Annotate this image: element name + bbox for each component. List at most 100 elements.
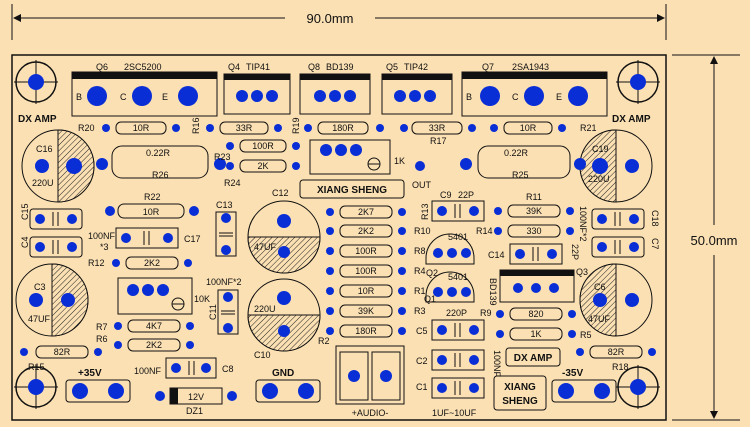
svg-text:R17: R17 [430,136,447,146]
svg-text:-35V: -35V [562,368,583,379]
svg-text:10R: 10R [143,207,160,217]
svg-text:82R: 82R [54,347,71,357]
svg-text:33R: 33R [429,123,446,133]
resistor-r21: 10R R21 [490,121,597,135]
svg-text:C14: C14 [488,250,505,260]
svg-text:1K: 1K [394,156,405,166]
svg-text:2K: 2K [257,161,268,171]
resistor-r3: 39K R3 [326,304,426,318]
svg-text:C2: C2 [416,356,428,366]
svg-text:R8: R8 [414,246,426,256]
capacitor-c15: C15 [20,203,83,230]
svg-text:B: B [76,92,82,102]
svg-text:1UF~10UF: 1UF~10UF [432,408,477,418]
svg-text:2K2: 2K2 [144,258,160,268]
svg-text:R12: R12 [88,258,105,268]
height-dimension: 50.0mm [672,54,740,421]
transistor-q6: Q6 2SC5200 B C E [71,62,218,117]
pot-10k: 10K [117,277,210,315]
mounting-hole-tr [616,60,660,104]
svg-text:39K: 39K [358,306,374,316]
capacitor-c7: C7 [591,236,660,258]
svg-text:C7: C7 [650,238,660,250]
transistor-q5: Q5 TIP42 [381,62,453,115]
brand-left: DX AMP [18,114,57,125]
svg-text:R24: R24 [224,178,241,188]
svg-text:12V: 12V [188,392,204,402]
svg-text:220P: 220P [446,308,467,318]
svg-text:10R: 10R [520,123,537,133]
svg-text:R6: R6 [96,334,108,344]
capacitor-c13: C13 [215,200,237,257]
svg-text:Q8: Q8 [308,62,320,72]
svg-text:100NF*2: 100NF*2 [206,277,242,287]
svg-text:*3: *3 [100,242,109,252]
svg-text:R11: R11 [526,192,542,202]
svg-text:R3: R3 [414,306,426,316]
svg-text:BD139: BD139 [488,278,498,306]
svg-text:100R: 100R [355,246,377,256]
svg-text:C12: C12 [272,188,289,198]
svg-text:47UF: 47UF [28,314,51,324]
svg-text:+AUDIO-: +AUDIO- [352,408,389,418]
svg-text:47UF: 47UF [588,314,611,324]
capacitor-c4: C4 [20,236,83,258]
out-pad: OUT [412,161,432,190]
svg-text:5401: 5401 [448,232,468,242]
svg-text:C3: C3 [34,282,46,292]
svg-text:22P: 22P [570,244,580,260]
svg-text:R9: R9 [480,308,492,318]
svg-text:C10: C10 [254,350,271,360]
maker-label-top: XIANG SHENG [299,179,405,199]
svg-text:B: B [466,92,472,102]
svg-text:R7: R7 [96,322,108,332]
svg-text:C4: C4 [20,236,30,248]
mounting-hole-bl [14,365,58,409]
svg-text:OUT: OUT [412,180,432,190]
capacitor-c14: C14 22P [488,243,580,265]
svg-text:C8: C8 [222,364,234,374]
height-label: 50.0mm [691,233,738,248]
svg-text:Q1: Q1 [424,294,436,304]
svg-text:R21: R21 [580,123,597,133]
svg-text:0.22R: 0.22R [504,148,529,158]
svg-text:C5: C5 [416,326,428,336]
svg-text:2K7: 2K7 [358,207,374,217]
resistor-r8: 100R R8 [326,244,426,258]
svg-text:39K: 39K [526,206,542,216]
svg-text:820: 820 [528,309,543,319]
svg-text:220U: 220U [254,304,276,314]
transistor-q4: Q4 TIP41 [223,62,291,115]
svg-text:180R: 180R [355,326,377,336]
svg-text:R20: R20 [78,123,95,133]
nf-mid: 100NF*2 [206,277,242,287]
svg-text:Q7: Q7 [482,62,494,72]
svg-text:GND: GND [272,368,294,379]
svg-text:330: 330 [526,226,541,236]
svg-text:R10: R10 [414,226,431,236]
capacitor-c10: 220U C10 [247,278,321,360]
svg-text:R23: R23 [214,152,231,162]
svg-text:C16: C16 [36,144,53,154]
svg-text:DZ1: DZ1 [186,406,203,416]
pad-gnd: GND [255,368,321,403]
svg-text:5401: 5401 [448,272,468,282]
mounting-hole-br [616,365,660,409]
